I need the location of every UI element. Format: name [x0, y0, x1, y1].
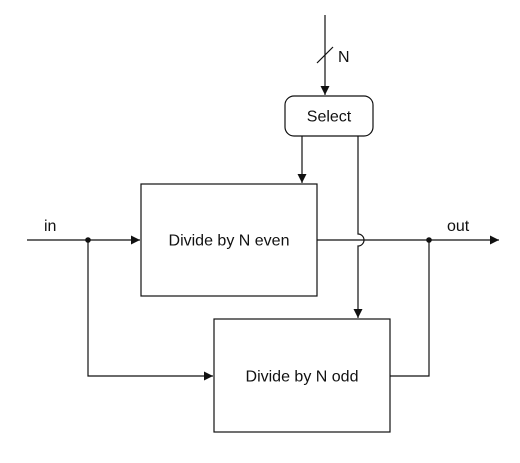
divide-odd-label: Divide by N odd [246, 369, 359, 386]
input-label: in [44, 218, 56, 235]
bus-slash-mark [316, 46, 334, 64]
divide-even-block [140, 183, 318, 297]
select-to-odd-wire [353, 136, 365, 318]
odd-output-wire [390, 240, 430, 377]
divide-even-label: Divide by N even [169, 233, 290, 250]
select-block-label: Select [307, 109, 352, 126]
bus-label: N [338, 49, 350, 66]
input-to-odd-wire [87, 240, 213, 381]
output-label: out [447, 218, 470, 235]
select-block [284, 95, 374, 137]
